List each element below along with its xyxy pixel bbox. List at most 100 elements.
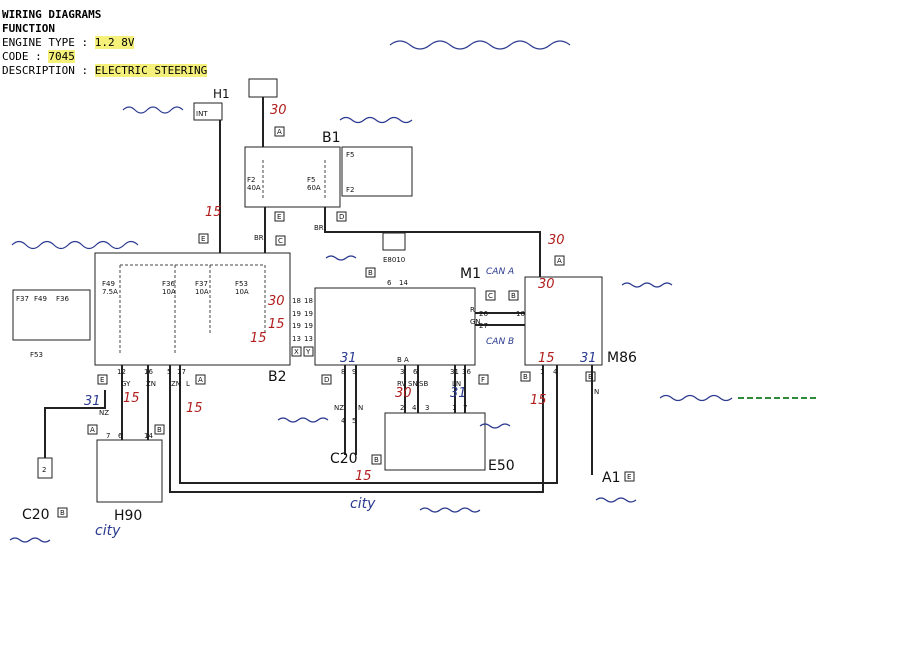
svg-text:F5: F5 xyxy=(346,151,354,159)
svg-text:10A: 10A xyxy=(195,288,209,296)
svg-text:31: 31 xyxy=(450,368,459,376)
svg-text:18: 18 xyxy=(292,297,301,305)
steering-module-m86 xyxy=(524,276,603,366)
svg-text:B: B xyxy=(523,373,528,381)
svg-text:C: C xyxy=(488,292,493,300)
svg-text:16: 16 xyxy=(144,368,153,376)
label-e50: E50 xyxy=(488,458,515,474)
svg-text:30: 30 xyxy=(538,277,555,292)
svg-text:30: 30 xyxy=(270,103,287,118)
svg-text:CAN A: CAN A xyxy=(486,267,514,277)
svg-text:31: 31 xyxy=(450,386,467,401)
svg-text:15: 15 xyxy=(186,401,203,416)
label-h90: H90 xyxy=(114,508,142,524)
fuse-box-b2 xyxy=(94,252,291,366)
svg-text:19: 19 xyxy=(292,310,301,318)
svg-text:15: 15 xyxy=(268,317,285,332)
svg-text:B: B xyxy=(60,509,65,517)
svg-text:10A: 10A xyxy=(162,288,176,296)
ignition-switch-int xyxy=(193,102,223,121)
svg-text:SB: SB xyxy=(419,380,428,388)
svg-text:15: 15 xyxy=(205,205,222,220)
svg-text:E: E xyxy=(277,213,281,221)
svg-text:5: 5 xyxy=(352,417,356,425)
svg-text:26: 26 xyxy=(479,310,488,318)
svg-text:ZN: ZN xyxy=(171,380,181,388)
svg-text:D: D xyxy=(324,376,329,384)
label-h1: H1 xyxy=(213,87,230,101)
svg-text:N: N xyxy=(358,404,363,412)
svg-text:7: 7 xyxy=(463,404,467,412)
svg-text:5: 5 xyxy=(167,368,171,376)
svg-text:B: B xyxy=(511,292,516,300)
ecu-m1 xyxy=(314,287,476,366)
svg-text:B: B xyxy=(588,373,593,381)
svg-text:12: 12 xyxy=(117,368,126,376)
label-c20-left: C20 xyxy=(22,507,50,523)
svg-text:6: 6 xyxy=(387,279,392,287)
title: WIRING DIAGRAMS xyxy=(2,8,102,21)
svg-text:40A: 40A xyxy=(247,184,261,192)
svg-text:F49: F49 xyxy=(34,295,47,303)
svg-text:2: 2 xyxy=(400,404,404,412)
svg-text:F53: F53 xyxy=(235,280,248,288)
svg-text:CAN B: CAN B xyxy=(486,337,514,347)
svg-text:4: 4 xyxy=(341,417,346,425)
code: CODE : 7045 xyxy=(2,50,75,63)
instrument-panel-e50 xyxy=(384,412,486,471)
fuse-location-b1 xyxy=(341,146,413,197)
label-m86: M86 xyxy=(607,350,637,366)
svg-text:NZ: NZ xyxy=(99,409,109,417)
battery-symbol xyxy=(248,78,278,98)
svg-text:F53: F53 xyxy=(30,351,43,359)
svg-text:15: 15 xyxy=(355,469,372,484)
svg-text:3: 3 xyxy=(425,404,429,412)
svg-text:27: 27 xyxy=(479,322,488,330)
svg-text:13: 13 xyxy=(304,335,313,343)
svg-text:F2: F2 xyxy=(247,176,255,184)
svg-text:19: 19 xyxy=(304,322,313,330)
svg-text:10A: 10A xyxy=(235,288,249,296)
svg-text:36: 36 xyxy=(462,368,471,376)
svg-text:RV: RV xyxy=(397,380,406,388)
svg-text:C: C xyxy=(278,237,283,245)
svg-text:F49: F49 xyxy=(102,280,115,288)
label-b1: B1 xyxy=(322,130,341,146)
svg-text:15: 15 xyxy=(250,331,267,346)
label-int: INT xyxy=(196,110,208,118)
svg-text:city: city xyxy=(95,523,121,539)
svg-text:Y: Y xyxy=(305,348,311,356)
svg-text:3: 3 xyxy=(400,368,404,376)
description: DESCRIPTION : ELECTRIC STEERING xyxy=(2,64,208,77)
svg-text:F2: F2 xyxy=(346,186,354,194)
svg-text:F36: F36 xyxy=(162,280,175,288)
svg-text:F37: F37 xyxy=(16,295,29,303)
svg-text:city: city xyxy=(350,496,376,512)
svg-text:A: A xyxy=(277,128,282,136)
svg-text:E: E xyxy=(627,473,631,481)
switch-h90 xyxy=(96,439,163,503)
svg-text:60A: 60A xyxy=(307,184,321,192)
svg-text:E: E xyxy=(100,376,104,384)
svg-text:ZN: ZN xyxy=(146,380,156,388)
svg-text:15: 15 xyxy=(538,351,555,366)
svg-text:B: B xyxy=(157,426,162,434)
svg-text:D: D xyxy=(339,213,344,221)
svg-text:A: A xyxy=(557,257,562,265)
svg-text:L: L xyxy=(186,380,190,388)
svg-text:BR: BR xyxy=(314,224,324,232)
svg-text:F36: F36 xyxy=(56,295,69,303)
svg-text:30: 30 xyxy=(548,233,565,248)
svg-text:30: 30 xyxy=(395,386,412,401)
svg-text:15: 15 xyxy=(123,391,140,406)
svg-text:F5: F5 xyxy=(307,176,315,184)
svg-text:7: 7 xyxy=(106,432,110,440)
svg-text:8: 8 xyxy=(341,368,345,376)
svg-text:A: A xyxy=(90,426,95,434)
svg-text:1: 1 xyxy=(452,404,456,412)
svg-text:10: 10 xyxy=(516,310,525,318)
svg-text:X: X xyxy=(294,348,299,356)
svg-text:B: B xyxy=(368,269,373,277)
svg-text:31: 31 xyxy=(580,351,597,366)
